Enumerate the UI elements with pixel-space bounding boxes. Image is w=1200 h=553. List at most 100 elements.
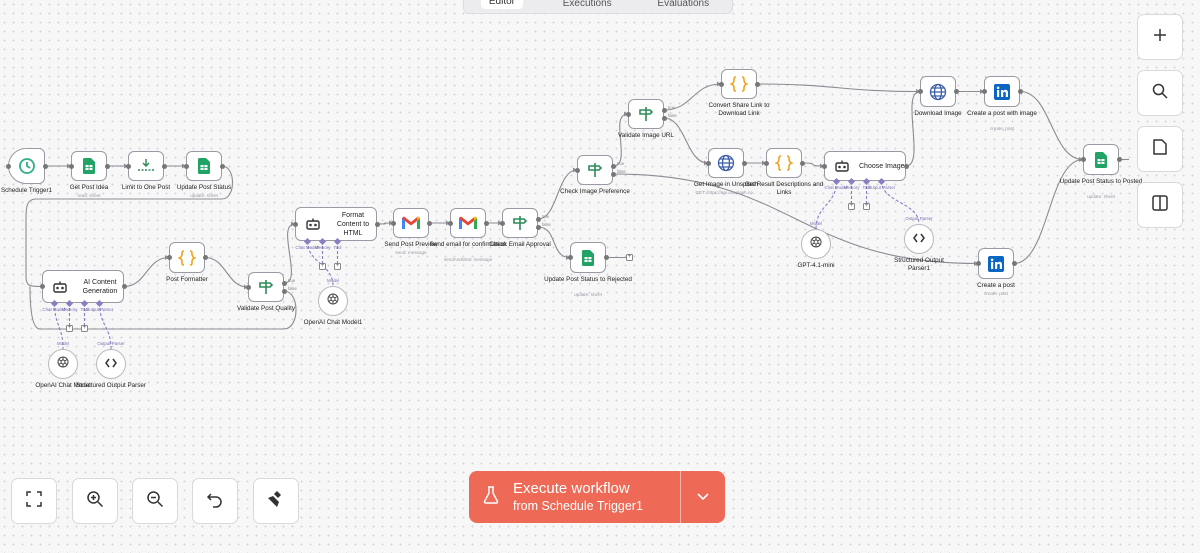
add-node-button[interactable] (1137, 14, 1183, 60)
node-format-html[interactable]: Format Content to HTML (295, 207, 377, 241)
output-port[interactable] (42, 163, 48, 169)
node-ai-content[interactable]: AI Content Generation (42, 270, 124, 303)
output-port[interactable] (903, 163, 909, 169)
tab-editor[interactable]: Editor (480, 0, 523, 9)
input-port[interactable] (975, 261, 981, 266)
input-port[interactable] (166, 255, 172, 260)
output-port[interactable] (281, 288, 287, 294)
node-create-with-image[interactable] (984, 76, 1020, 107)
node-get-post[interactable] (71, 151, 107, 181)
input-port[interactable] (390, 220, 396, 226)
add-sub-node-button[interactable]: + (848, 203, 855, 210)
node-choose-image[interactable]: Choose Image (824, 151, 906, 181)
node-limit[interactable] (128, 151, 164, 181)
input-port[interactable] (718, 81, 724, 87)
input-port[interactable] (821, 163, 827, 169)
input-port[interactable] (447, 220, 453, 226)
node-validate-quality[interactable] (248, 272, 284, 302)
add-sub-node-button[interactable]: + (66, 325, 73, 332)
output-port[interactable] (202, 255, 208, 260)
sub-node-openai-2[interactable] (318, 286, 348, 316)
input-port[interactable] (292, 221, 298, 227)
sub-node-parser-2[interactable] (904, 224, 934, 254)
fit-view-button[interactable] (11, 478, 57, 524)
output-port[interactable] (281, 280, 287, 286)
input-port[interactable] (499, 220, 505, 226)
node-get-result[interactable] (766, 148, 802, 178)
node-update-rejected[interactable] (570, 242, 606, 273)
add-sub-node-button[interactable]: + (81, 325, 88, 332)
node-create-post[interactable] (978, 248, 1014, 279)
output-port[interactable] (799, 160, 805, 166)
execute-options-button[interactable] (681, 471, 725, 523)
zoom-out-button[interactable] (132, 478, 178, 524)
node-download[interactable] (920, 76, 956, 107)
sub-node-parser-1[interactable] (96, 349, 126, 379)
node-update-posted[interactable] (1083, 144, 1119, 175)
input-port[interactable] (981, 89, 987, 94)
input-port[interactable] (917, 89, 923, 94)
undo-button[interactable] (192, 478, 238, 524)
output-port[interactable] (535, 224, 541, 230)
output-port[interactable] (661, 115, 667, 121)
search-nodes-button[interactable] (1137, 70, 1183, 116)
input-port[interactable] (763, 160, 769, 166)
input-port[interactable] (574, 167, 580, 173)
node-check-image[interactable] (577, 155, 613, 185)
output-port[interactable] (219, 163, 225, 169)
output-port[interactable] (603, 255, 609, 260)
output-port[interactable] (610, 171, 616, 177)
output-port[interactable] (754, 81, 760, 87)
output-port[interactable] (1116, 157, 1122, 162)
node-schedule[interactable] (8, 148, 45, 184)
output-port[interactable] (104, 163, 110, 169)
node-post-formatter[interactable] (169, 242, 205, 273)
output-port[interactable] (1011, 261, 1017, 266)
output-port[interactable] (426, 220, 432, 226)
node-validate-url[interactable] (628, 99, 664, 129)
add-sub-node-button[interactable]: + (319, 263, 326, 270)
execute-workflow-button[interactable]: Execute workflow from Schedule Trigger1 (469, 471, 725, 523)
node-send-email[interactable] (450, 208, 486, 238)
node-send-preview[interactable] (393, 208, 429, 238)
input-port[interactable] (68, 163, 74, 169)
gmail-icon (459, 216, 477, 230)
output-port[interactable] (121, 284, 127, 289)
input-port[interactable] (705, 160, 711, 166)
output-port[interactable] (953, 89, 959, 94)
input-port[interactable] (625, 111, 631, 117)
sub-node-gpt41[interactable] (801, 229, 831, 259)
tab-executions[interactable]: Executions (562, 0, 612, 9)
output-port[interactable] (1017, 89, 1023, 94)
add-sub-node-button[interactable]: + (863, 203, 870, 210)
sub-node-openai-1[interactable] (48, 349, 78, 379)
output-port[interactable] (741, 160, 747, 166)
input-port[interactable] (245, 284, 251, 290)
input-port[interactable] (39, 284, 45, 289)
add-sticky-button[interactable] (1137, 126, 1183, 172)
output-port[interactable] (483, 220, 489, 226)
node-check-email[interactable] (502, 208, 538, 238)
node-get-unsplash[interactable] (708, 148, 744, 178)
node-update-status[interactable] (186, 151, 222, 181)
input-port[interactable] (567, 255, 573, 260)
tab-evaluations[interactable]: Evaluations (657, 0, 710, 9)
output-port[interactable] (161, 163, 167, 169)
node-convert-link[interactable] (721, 69, 757, 99)
clear-execution-button[interactable] (253, 478, 299, 524)
output-port[interactable] (661, 107, 667, 113)
if-icon (512, 215, 528, 231)
connection (756, 83, 921, 93)
output-port[interactable] (610, 163, 616, 169)
input-port[interactable] (125, 163, 131, 169)
output-port[interactable] (374, 221, 380, 227)
output-port[interactable] (535, 216, 541, 222)
toggle-panel-button[interactable] (1137, 182, 1183, 228)
add-sub-node-button[interactable]: + (334, 263, 341, 270)
input-port[interactable] (5, 163, 11, 169)
input-port[interactable] (1080, 157, 1086, 162)
zoom-in-button[interactable] (72, 478, 118, 524)
input-port[interactable] (183, 163, 189, 169)
add-connection-button[interactable]: + (626, 254, 633, 261)
